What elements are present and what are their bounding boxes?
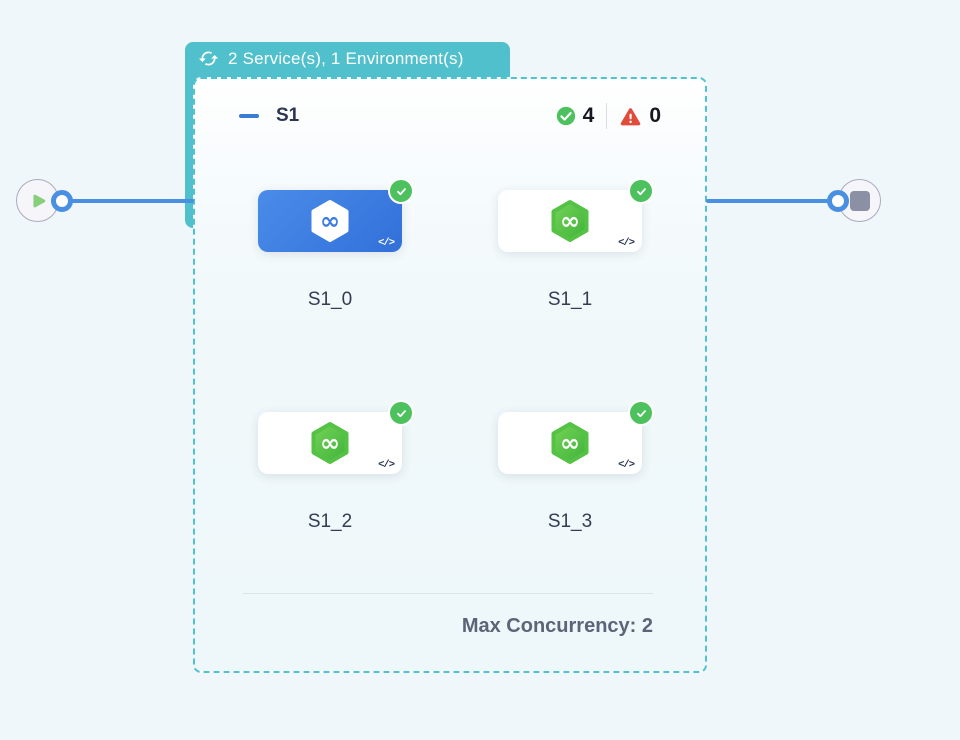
- status-success-badge: [628, 400, 654, 426]
- error-count: 0: [649, 104, 661, 127]
- sync-icon: [198, 48, 219, 69]
- error-warning-icon: [619, 105, 642, 128]
- svg-text:∞: ∞: [320, 207, 340, 235]
- service-block: ∞ </> S1_3: [498, 400, 654, 533]
- group-name: S1: [276, 105, 300, 126]
- service-block: ∞ </> S1_0: [258, 178, 414, 311]
- success-count: 4: [582, 104, 595, 127]
- start-connector-ring[interactable]: [51, 190, 73, 212]
- status-success-badge: [388, 400, 414, 426]
- service-card-s1-2[interactable]: ∞ </>: [258, 400, 414, 474]
- max-concurrency-label: Max Concurrency: 2: [461, 615, 653, 637]
- count-separator: [606, 103, 608, 129]
- service-hexagon-icon: ∞: [548, 421, 592, 465]
- edge-start-to-stage: [60, 199, 194, 203]
- svg-text:∞: ∞: [560, 207, 580, 235]
- footer-divider: [243, 593, 653, 594]
- service-label: S1_0: [307, 289, 353, 310]
- service-hexagon-icon: ∞: [308, 199, 352, 243]
- collapse-toggle-icon[interactable]: [239, 114, 259, 118]
- end-connector-ring[interactable]: [827, 190, 849, 212]
- service-card-s1-0[interactable]: ∞ </>: [258, 178, 414, 252]
- stage-badge-label: 2 Service(s), 1 Environment(s): [228, 48, 464, 68]
- service-hexagon-icon: ∞: [548, 199, 592, 243]
- code-icon[interactable]: </>: [378, 237, 395, 249]
- stage-panel: S1 4 0: [193, 77, 707, 673]
- code-icon[interactable]: </>: [618, 459, 635, 471]
- play-icon: [27, 190, 49, 212]
- status-success-badge: [388, 178, 414, 204]
- group-status-counts: 4 0: [556, 103, 661, 129]
- service-hexagon-icon: ∞: [308, 421, 352, 465]
- service-block: ∞ </> S1_1: [498, 178, 654, 311]
- service-label: S1_2: [307, 511, 353, 532]
- service-card-s1-3[interactable]: ∞ </>: [498, 400, 654, 474]
- stop-icon: [849, 190, 870, 211]
- edge-stage-to-end: [706, 199, 838, 203]
- stage-badge-row: 2 Service(s), 1 Environment(s): [185, 42, 510, 69]
- service-label: S1_3: [547, 511, 593, 532]
- svg-text:∞: ∞: [320, 429, 340, 457]
- success-check-icon: [556, 106, 576, 126]
- service-block: ∞ </> S1_2: [258, 400, 414, 533]
- status-success-badge: [628, 178, 654, 204]
- group-title: S1: [239, 105, 299, 127]
- service-card-s1-1[interactable]: ∞ </>: [498, 178, 654, 252]
- service-group-header: S1 4 0: [239, 103, 661, 129]
- code-icon[interactable]: </>: [378, 459, 395, 471]
- code-icon[interactable]: </>: [618, 237, 635, 249]
- svg-text:∞: ∞: [560, 429, 580, 457]
- service-label: S1_1: [547, 289, 593, 310]
